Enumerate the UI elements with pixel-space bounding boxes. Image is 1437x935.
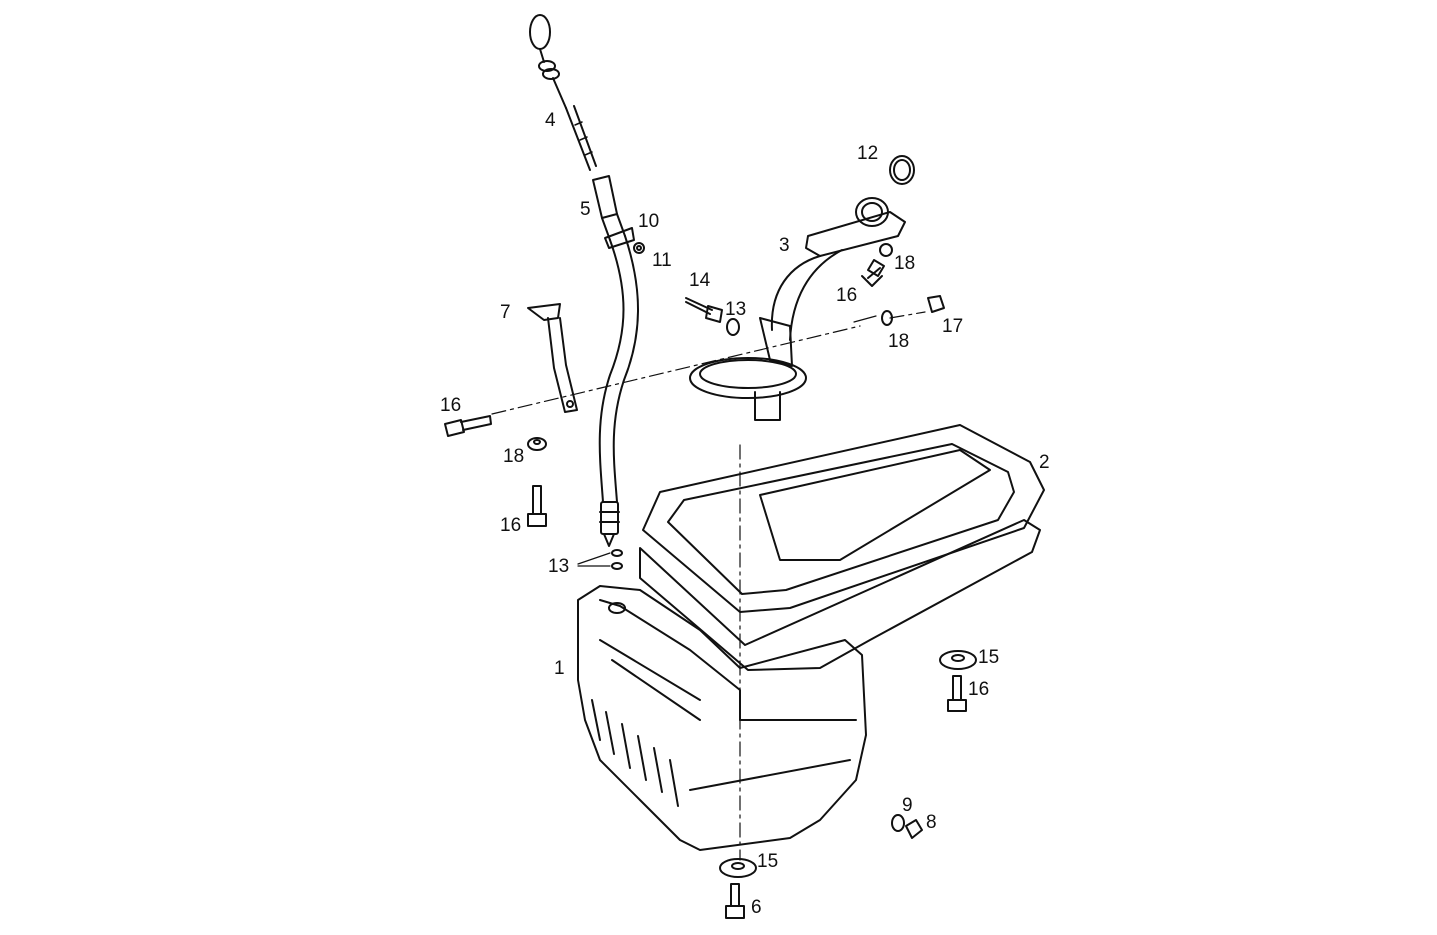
drain-plug [891, 814, 923, 839]
callout-18-upper: 18 [894, 253, 916, 274]
callout-17: 17 [942, 316, 964, 337]
bolt-right [947, 675, 967, 712]
filler-pipe [689, 197, 906, 421]
callout-3: 3 [779, 235, 790, 256]
callout-4: 4 [545, 110, 556, 131]
tube-clip [604, 227, 645, 254]
callout-13-lower: 13 [548, 556, 570, 577]
callout-16-filler: 16 [836, 285, 858, 306]
callout-2: 2 [1039, 452, 1050, 473]
bolt-vertical [527, 485, 547, 527]
dipstick-guide-tube [592, 175, 639, 547]
callout-10: 10 [638, 211, 660, 232]
callout-1: 1 [554, 658, 565, 679]
callout-18-middle: 18 [888, 331, 910, 352]
o-ring [889, 155, 915, 185]
callout-9: 9 [902, 795, 913, 816]
bolt-bottom [725, 883, 745, 919]
washer-nuts [527, 243, 945, 451]
callout-14: 14 [689, 270, 711, 291]
alignment-axes [491, 311, 926, 861]
callout-6: 6 [751, 897, 762, 918]
callout-5: 5 [580, 199, 591, 220]
pads [719, 650, 977, 878]
callout-15-right: 15 [978, 647, 1000, 668]
callout-8: 8 [926, 812, 937, 833]
bracket [527, 303, 578, 413]
dipstick [529, 14, 597, 171]
seals [577, 318, 740, 570]
callout-7: 7 [500, 302, 511, 323]
bolt-14 [685, 297, 723, 323]
callout-18-left: 18 [503, 446, 525, 467]
callout-13-upper: 13 [725, 299, 747, 320]
callout-12: 12 [857, 143, 879, 164]
pan-gasket [642, 424, 1045, 613]
callout-16-left: 16 [440, 395, 462, 416]
oil-pan [577, 449, 1041, 851]
callout-16-right: 16 [968, 679, 990, 700]
bolt-filler [861, 259, 885, 287]
bolt-left [444, 415, 492, 437]
callout-11: 11 [652, 250, 672, 271]
callout-15-bottom: 15 [757, 851, 779, 872]
callout-16-lower: 16 [500, 515, 522, 536]
